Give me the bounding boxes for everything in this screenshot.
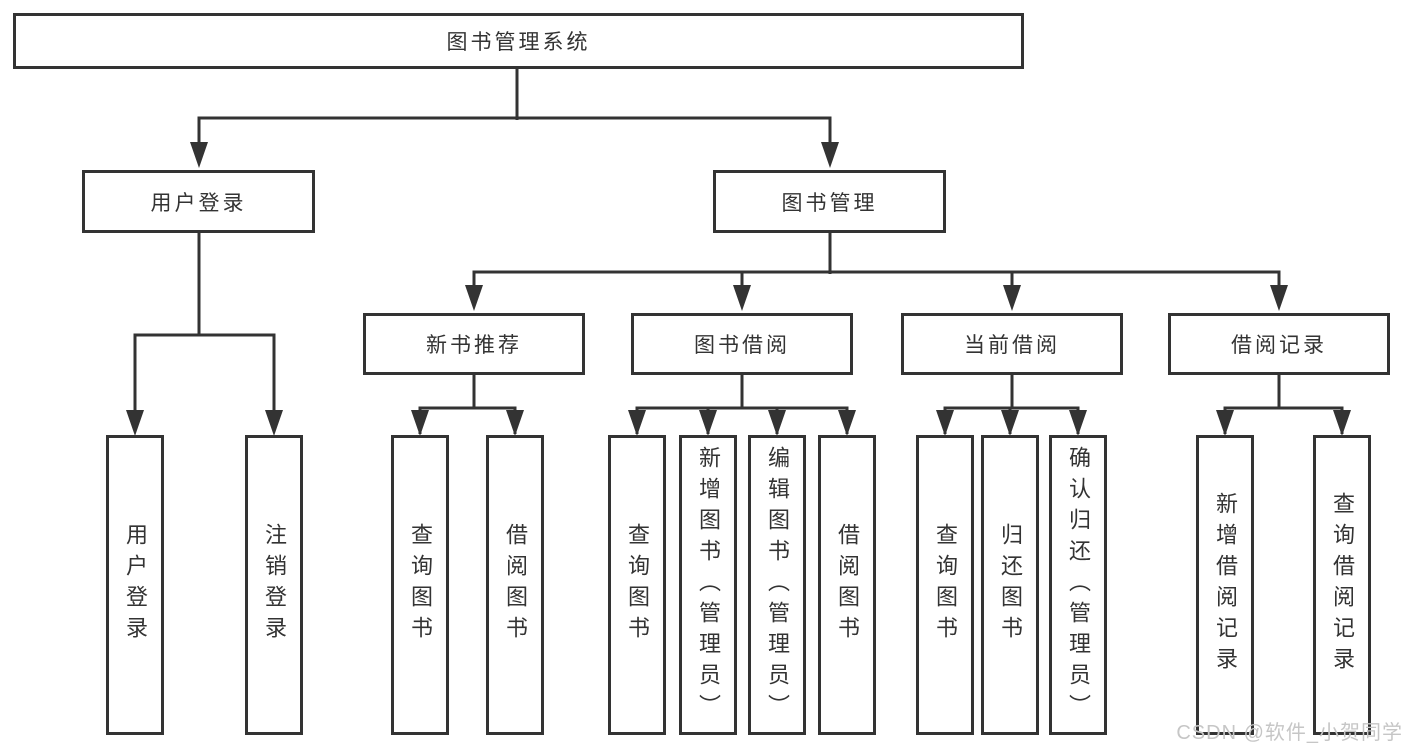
leaf-borrow-books: 借阅图书: [818, 435, 876, 735]
node-book-borrowing: 图书借阅: [631, 313, 853, 375]
leaf-add-book-admin: 新增图书（管理员）: [679, 435, 737, 735]
node-new-book-recommendation: 新书推荐: [363, 313, 585, 375]
leaf-return-book: 归还图书: [981, 435, 1039, 735]
node-book-management: 图书管理: [713, 170, 946, 233]
leaf-borrow-books-recommend: 借阅图书: [486, 435, 544, 735]
leaf-query-books-recommend: 查询图书: [391, 435, 449, 735]
leaf-query-books-current: 查询图书: [916, 435, 974, 735]
node-root-library-system: 图书管理系统: [13, 13, 1024, 69]
node-borrowing-records: 借阅记录: [1168, 313, 1390, 375]
node-current-borrowing: 当前借阅: [901, 313, 1123, 375]
node-user-login: 用户登录: [82, 170, 315, 233]
leaf-query-books-borrow: 查询图书: [608, 435, 666, 735]
leaf-query-borrow-record: 查询借阅记录: [1313, 435, 1371, 735]
leaf-confirm-return-admin: 确认归还（管理员）: [1049, 435, 1107, 735]
leaf-add-borrow-record: 新增借阅记录: [1196, 435, 1254, 735]
leaf-edit-book-admin: 编辑图书（管理员）: [748, 435, 806, 735]
connector-edges: [133, 69, 1344, 434]
leaf-logout: 注销登录: [245, 435, 303, 735]
leaf-user-login: 用户登录: [106, 435, 164, 735]
